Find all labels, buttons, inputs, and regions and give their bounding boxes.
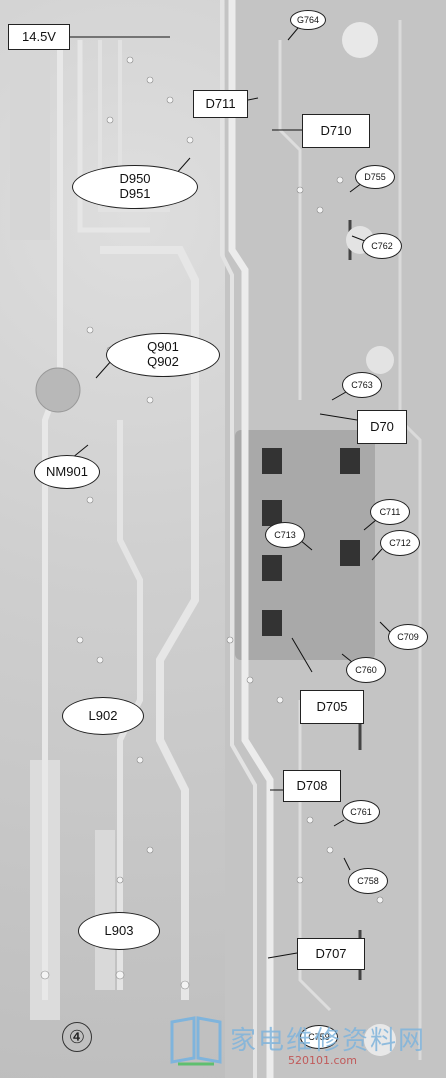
label-c763: C763 bbox=[342, 372, 382, 398]
label-c758: C758 bbox=[348, 868, 388, 894]
label-nm901: NM901 bbox=[34, 455, 100, 489]
label-c712: C712 bbox=[380, 530, 420, 556]
label-g764: G764 bbox=[290, 10, 326, 30]
label-d705: D705 bbox=[300, 690, 364, 724]
label-l903: L903 bbox=[78, 912, 160, 950]
label-c709: C709 bbox=[388, 624, 428, 650]
label-c759: C759 bbox=[300, 1025, 338, 1049]
label-c762: C762 bbox=[362, 233, 402, 259]
label-q901: Q901 bbox=[147, 339, 179, 355]
label-c711: C711 bbox=[370, 499, 410, 525]
label-d708: D708 bbox=[283, 770, 341, 802]
label-q901-q902: Q901 Q902 bbox=[106, 333, 220, 377]
label-l902: L902 bbox=[62, 697, 144, 735]
watermark-url: 520101.com bbox=[288, 1054, 357, 1067]
book-logo-icon bbox=[170, 1016, 222, 1066]
label-c713: C713 bbox=[265, 522, 305, 548]
label-d950: D950 bbox=[119, 171, 151, 187]
label-d70: D70 bbox=[357, 410, 407, 444]
watermark-text: 家电维修资料网 bbox=[230, 1026, 427, 1056]
label-d755: D755 bbox=[355, 165, 395, 189]
label-c760: C760 bbox=[346, 657, 386, 683]
page-number: ④ bbox=[62, 1022, 92, 1052]
label-14-5v: 14.5V bbox=[8, 24, 70, 50]
label-d707: D707 bbox=[297, 938, 365, 970]
label-d950-d951: D950 D951 bbox=[72, 165, 198, 209]
label-q902: Q902 bbox=[147, 354, 179, 369]
label-c761: C761 bbox=[342, 800, 380, 824]
label-d951: D951 bbox=[119, 186, 151, 201]
watermark: 家电维修资料网 520101.com bbox=[168, 1014, 444, 1070]
label-d711: D711 bbox=[193, 90, 248, 118]
label-d710: D710 bbox=[302, 114, 370, 148]
